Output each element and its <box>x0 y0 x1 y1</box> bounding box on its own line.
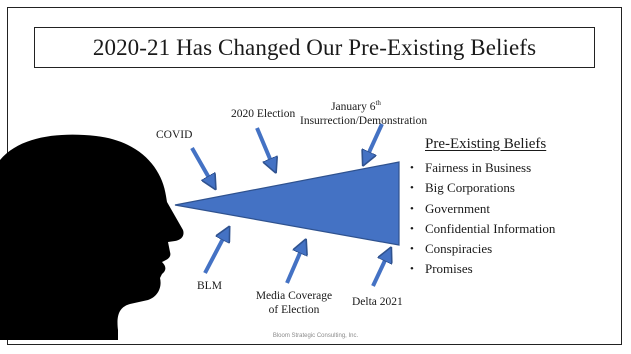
belief-item: •Conspiracies <box>410 239 555 259</box>
arrow-covid <box>190 147 212 183</box>
slide-title-box: 2020-21 Has Changed Our Pre-Existing Bel… <box>34 27 595 68</box>
arrow-delta <box>371 254 388 287</box>
belief-item: •Confidential Information <box>410 219 555 239</box>
belief-item: •Promises <box>410 259 555 279</box>
arrow-election <box>255 127 273 166</box>
bullet-icon: • <box>410 182 414 195</box>
label-covid: COVID <box>156 129 193 141</box>
slide-title: 2020-21 Has Changed Our Pre-Existing Bel… <box>92 34 537 60</box>
bullet-icon: • <box>410 202 414 215</box>
arrow-media <box>285 246 303 284</box>
beliefs-heading: Pre-Existing Beliefs <box>425 136 547 152</box>
belief-item: •Government <box>410 199 555 219</box>
label-january-6th: January 6th Insurrection/Demonstration <box>300 96 428 128</box>
label-2020-election: 2020 Election <box>231 108 296 120</box>
footer-credit: Bloom Strategic Consulting, Inc. <box>272 333 359 339</box>
bullet-icon: • <box>410 222 414 235</box>
arrow-jan6 <box>366 123 384 159</box>
head-silhouette-icon <box>0 134 184 340</box>
label-delta-2021: Delta 2021 <box>352 296 403 308</box>
arrow-blm <box>203 233 226 274</box>
label-media-coverage-line1: Media Coverage <box>255 290 333 302</box>
bullet-icon: • <box>410 162 414 174</box>
label-media-coverage-line2: of Election <box>268 304 320 316</box>
bullet-icon: • <box>410 263 414 276</box>
belief-item: •Fairness in Business <box>410 158 555 178</box>
bullet-icon: • <box>410 243 414 256</box>
belief-item: •Big Corporations <box>410 178 555 198</box>
beliefs-list: •Fairness in Business •Big Corporations … <box>410 158 555 280</box>
cone-shape <box>174 161 400 246</box>
label-insurrection-demonstration: Insurrection/Demonstration <box>300 114 428 127</box>
label-january-6-text: January 6 <box>331 100 376 113</box>
label-january-6-sup: th <box>375 99 381 107</box>
label-blm: BLM <box>197 280 222 292</box>
label-media-coverage: Media Coverage of Election <box>250 289 338 317</box>
